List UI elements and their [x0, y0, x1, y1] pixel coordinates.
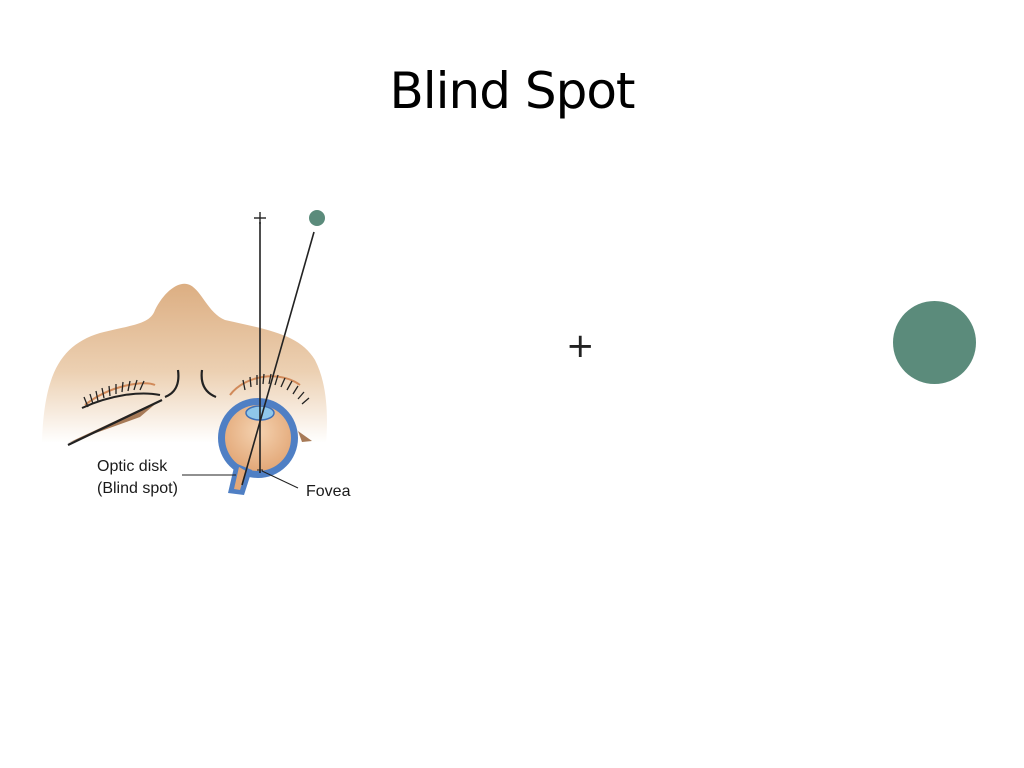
- fixation-cross: +: [566, 326, 594, 366]
- target-dot: [893, 301, 976, 384]
- fovea-leader: [262, 471, 298, 488]
- small-target-dot: [309, 210, 325, 226]
- slide-title: Blind Spot: [0, 62, 1024, 120]
- blind-spot-label: (Blind spot): [97, 478, 178, 499]
- optic-disk-label: Optic disk: [97, 456, 167, 477]
- eye-diagram-illustration: [30, 195, 390, 515]
- eye-diagram: Optic disk (Blind spot) Fovea: [30, 195, 390, 515]
- fovea-label: Fovea: [306, 481, 350, 502]
